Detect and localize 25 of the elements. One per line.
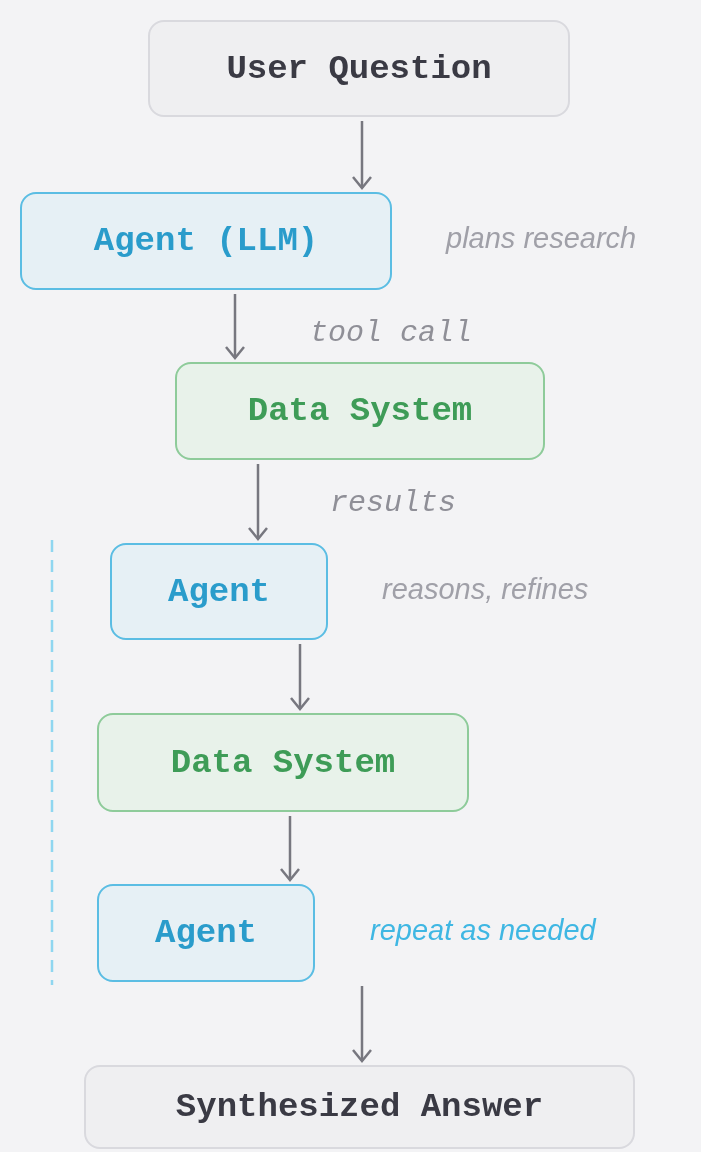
box-label: User Question: [226, 49, 492, 88]
process-box: [97, 713, 469, 812]
process-box: [20, 192, 392, 290]
arrow: [351, 986, 373, 1063]
edge-label: results: [330, 486, 457, 520]
annotation-text: plans research: [446, 222, 637, 255]
box-label: Data System: [247, 392, 473, 430]
arrow: [351, 121, 373, 190]
process-box: [148, 20, 570, 117]
process-box: [84, 1065, 635, 1149]
arrow: [247, 464, 269, 541]
process-box: [110, 543, 328, 640]
box-label: Agent: [168, 572, 270, 611]
arrow: [224, 294, 246, 360]
arrow: [279, 816, 301, 882]
annotation-text: reasons, refines: [382, 573, 589, 606]
box-label: Synthesized Answer: [175, 1088, 544, 1126]
box-label: Agent (LLM): [93, 222, 319, 260]
box-label: Agent: [155, 914, 257, 952]
annotation-text: repeat as needed: [370, 914, 596, 947]
arrow: [289, 644, 311, 711]
process-box: [175, 362, 545, 460]
process-box: [97, 884, 315, 982]
edge-label: tool call: [310, 316, 473, 350]
box-label: Data System: [170, 743, 396, 782]
